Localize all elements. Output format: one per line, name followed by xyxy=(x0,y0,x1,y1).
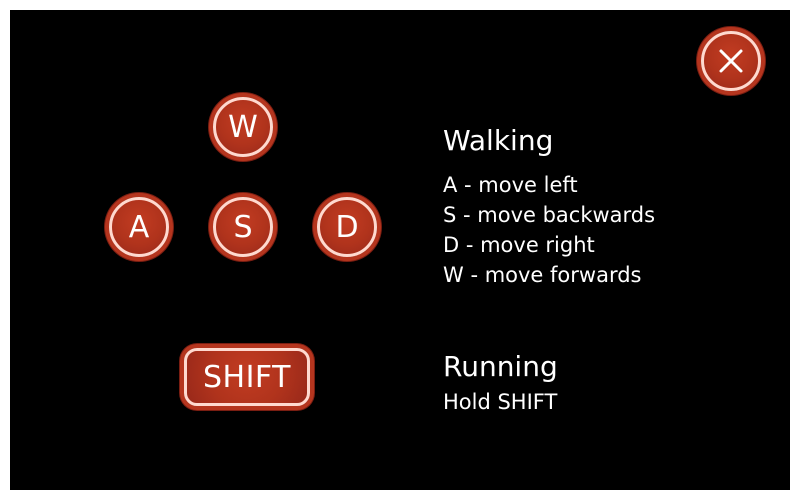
running-heading: Running xyxy=(443,350,558,383)
close-icon xyxy=(719,49,743,73)
key-shift[interactable]: SHIFT xyxy=(184,348,310,406)
running-line: Hold SHIFT xyxy=(443,390,558,414)
close-button[interactable] xyxy=(701,31,761,91)
walking-line-right: D - move right xyxy=(443,233,595,257)
walking-line-backwards: S - move backwards xyxy=(443,203,656,227)
walking-line-forwards: W - move forwards xyxy=(443,263,642,287)
walking-line-left: A - move left xyxy=(443,173,578,197)
key-s[interactable]: S xyxy=(213,197,273,257)
walking-heading: Walking xyxy=(443,124,554,157)
key-a[interactable]: A xyxy=(109,197,169,257)
key-d[interactable]: D xyxy=(317,197,377,257)
key-w[interactable]: W xyxy=(213,97,273,157)
controls-help-panel: W A S D SHIFT Walking A - move left S - … xyxy=(10,10,790,490)
